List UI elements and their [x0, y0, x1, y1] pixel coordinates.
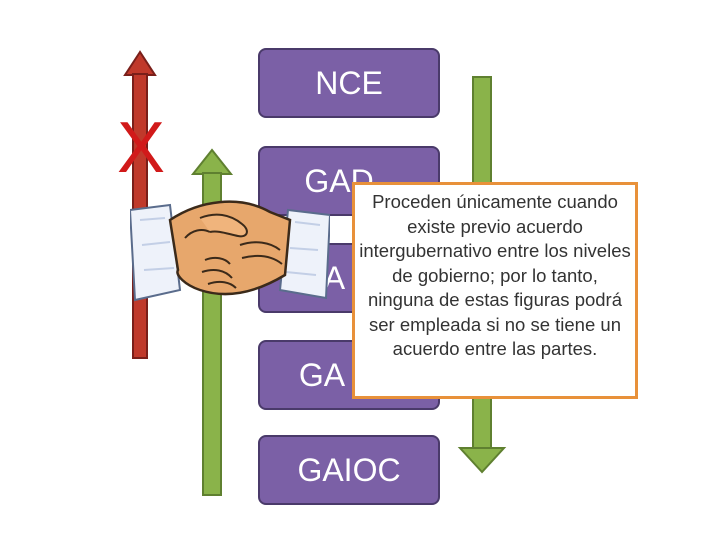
level-box-gad: GAD	[258, 146, 440, 216]
level-box-gaioc: GAIOC	[258, 435, 440, 505]
handshake-icon	[130, 200, 330, 302]
callout-text: Proceden únicamente cuando existe previo…	[359, 191, 631, 359]
level-label: GA	[298, 356, 346, 393]
cross-marker: X	[116, 108, 166, 188]
info-callout: Proceden únicamente cuando existe previo…	[352, 182, 638, 399]
level-label: NCE	[315, 64, 383, 101]
level-label: GAIOC	[297, 451, 401, 488]
level-box-nce: NCE	[258, 48, 440, 118]
